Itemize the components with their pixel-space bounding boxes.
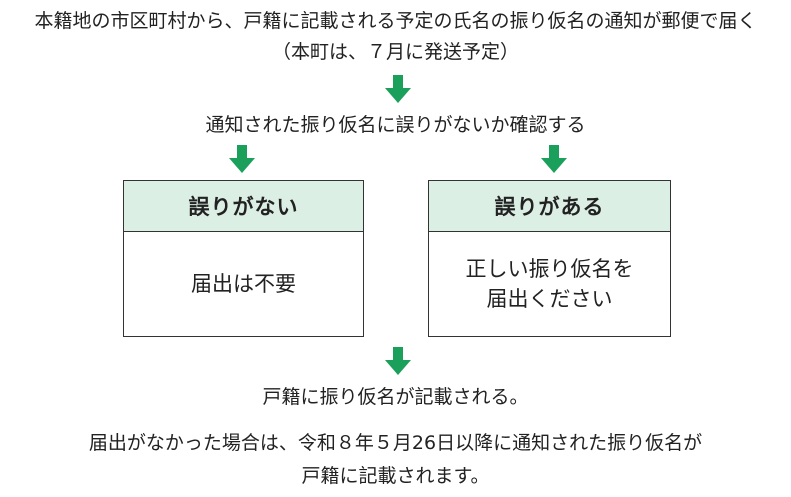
down-arrow-icon bbox=[385, 347, 411, 375]
has-error-body: 正しい振り仮名を 届出ください bbox=[429, 232, 670, 336]
down-arrow-icon bbox=[385, 75, 411, 103]
result-text: 戸籍に振り仮名が記載される。 bbox=[262, 386, 529, 408]
has-error-box: 誤りがある 正しい振り仮名を 届出ください bbox=[428, 180, 671, 337]
down-arrow-icon bbox=[229, 145, 255, 173]
has-error-body-line-2: 届出ください bbox=[486, 287, 613, 311]
note-line-2: 戸籍に記載されます。 bbox=[301, 465, 490, 487]
no-error-box: 誤りがない 届出は不要 bbox=[123, 180, 364, 337]
check-step-text: 通知された振り仮名に誤りがないか確認する bbox=[205, 114, 586, 136]
intro-line-1: 本籍地の市区町村から、戸籍に記載される予定の氏名の振り仮名の通知が郵便で届く bbox=[34, 10, 757, 32]
note-line-1: 届出がなかった場合は、令和８年５月26日以降に通知された振り仮名が bbox=[88, 432, 703, 454]
has-error-body-line-1: 正しい振り仮名を bbox=[465, 257, 634, 281]
has-error-header: 誤りがある bbox=[429, 181, 670, 232]
no-error-body: 届出は不要 bbox=[124, 232, 363, 336]
no-error-header: 誤りがない bbox=[124, 181, 363, 232]
no-error-body-text: 届出は不要 bbox=[191, 272, 296, 296]
down-arrow-icon bbox=[541, 145, 567, 173]
intro-line-2: （本町は、７月に発送予定） bbox=[271, 41, 519, 63]
